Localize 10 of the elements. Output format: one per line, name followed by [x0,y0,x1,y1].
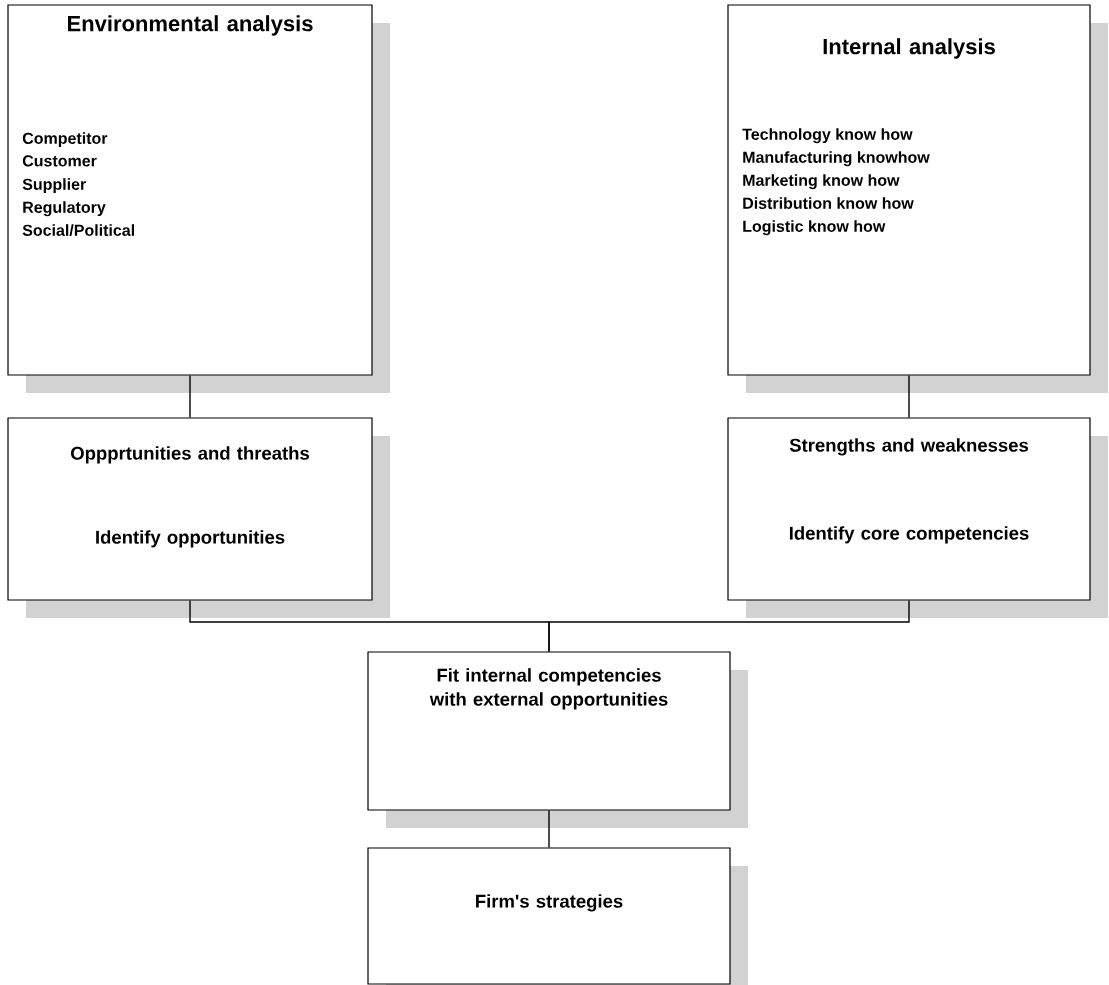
connector-line [908,374,910,419]
process-box: Firm's strategies [367,847,748,985]
process-box: Strengths and weaknesses Identify core competencies [727,417,1108,618]
process-box: Internal analysis Technology know how Manufacturing knowhow Marketing know how Distribution know how Logistic know how [727,4,1108,393]
connector-line [548,809,550,849]
connector-line [548,599,910,653]
process-box: Oppprtunities and threaths Identify opportunities [7,417,390,618]
connector-line [189,374,191,419]
process-box: Fit internal competencies with external opportunities [367,651,748,828]
process-box: Environmental analysis Competitor Customer Supplier Regulatory Social/Political [7,4,390,393]
